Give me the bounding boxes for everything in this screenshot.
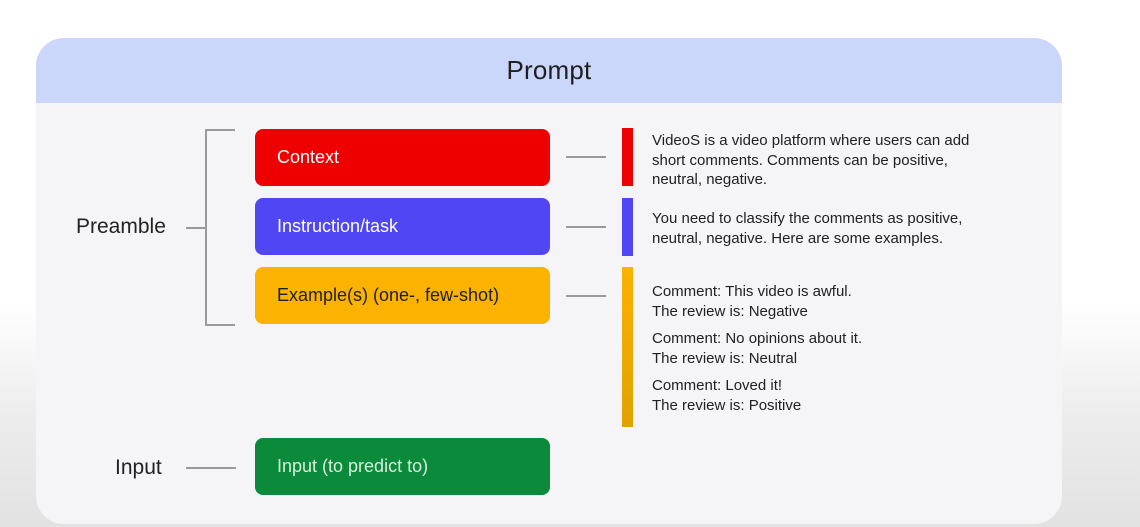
example-review: The review is: Neutral bbox=[652, 349, 798, 367]
input-connector bbox=[186, 467, 236, 469]
instruction-connector bbox=[566, 226, 606, 228]
examples-connector bbox=[566, 295, 606, 297]
instruction-line: You need to classify the comments as pos… bbox=[652, 210, 963, 227]
example-item: Comment: This video is awful. The review… bbox=[652, 282, 852, 321]
instruction-block: Instruction/task bbox=[255, 198, 550, 255]
example-comment: Comment: This video is awful. bbox=[652, 283, 852, 300]
instruction-line: neutral, negative. Here are some example… bbox=[652, 229, 943, 247]
context-description: VideoS is a video platform where users c… bbox=[652, 131, 969, 190]
prompt-title: Prompt bbox=[506, 55, 592, 85]
instruction-description: You need to classify the comments as pos… bbox=[652, 209, 962, 248]
context-block-label: Context bbox=[277, 147, 340, 167]
example-comment: Comment: No opinions about it. bbox=[652, 330, 863, 347]
preamble-bracket-bottom bbox=[205, 324, 235, 326]
preamble-bracket-top bbox=[205, 129, 235, 131]
examples-bar bbox=[622, 267, 633, 427]
example-review: The review is: Negative bbox=[652, 302, 808, 320]
context-connector bbox=[566, 156, 606, 158]
prompt-card: Prompt Preamble Input Context Instructio… bbox=[36, 38, 1062, 524]
examples-block-label: Example(s) (one-, few-shot) bbox=[277, 285, 500, 305]
context-line: short comments. Comments can be positive… bbox=[652, 151, 948, 169]
example-item: Comment: No opinions about it. The revie… bbox=[652, 329, 862, 368]
examples-block: Example(s) (one-, few-shot) bbox=[255, 267, 550, 324]
context-bar bbox=[622, 128, 633, 186]
input-block: Input (to predict to) bbox=[255, 438, 550, 495]
preamble-connector bbox=[186, 227, 206, 229]
preamble-label: Preamble bbox=[76, 215, 166, 238]
example-item: Comment: Loved it! The review is: Positi… bbox=[652, 376, 801, 415]
context-line: neutral, negative. bbox=[652, 171, 768, 188]
input-label: Input bbox=[115, 456, 162, 479]
example-review: The review is: Positive bbox=[652, 396, 802, 414]
context-block: Context bbox=[255, 129, 550, 186]
example-comment: Comment: Loved it! bbox=[652, 377, 783, 394]
context-line: VideoS is a video platform where users c… bbox=[652, 132, 970, 149]
instruction-block-label: Instruction/task bbox=[277, 216, 399, 236]
instruction-bar bbox=[622, 198, 633, 256]
preamble-bracket bbox=[205, 129, 207, 326]
prompt-header: Prompt bbox=[36, 38, 1062, 103]
input-block-label: Input (to predict to) bbox=[277, 456, 429, 476]
